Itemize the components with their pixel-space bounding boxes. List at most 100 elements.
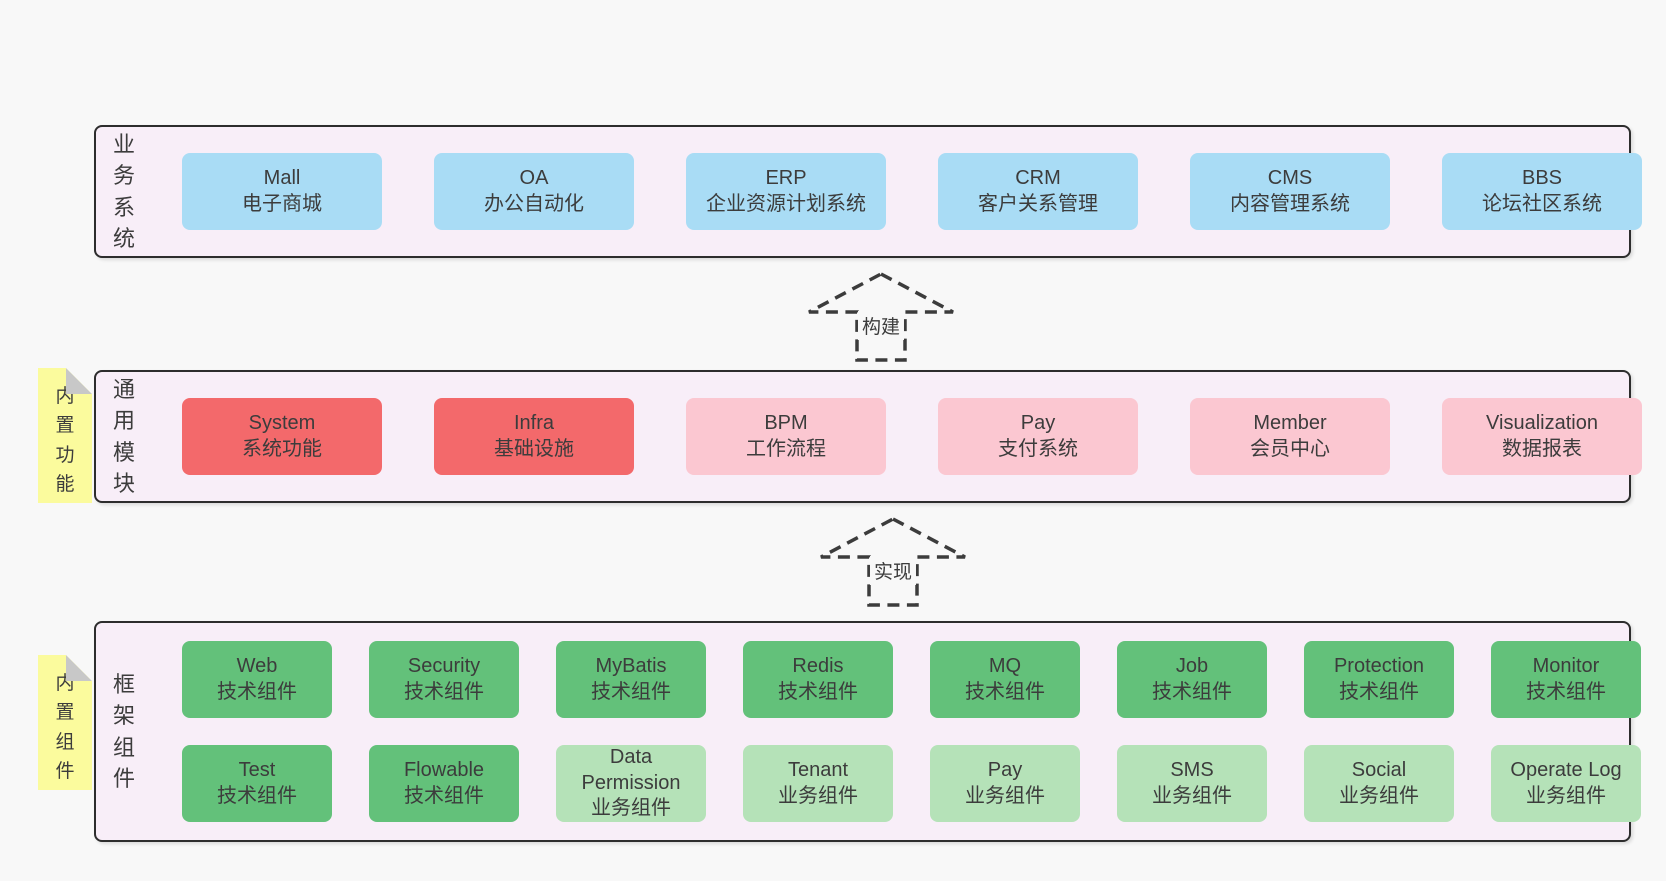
box-subtitle: 企业资源计划系统	[706, 192, 866, 215]
box-subtitle: 论坛社区系统	[1482, 192, 1602, 215]
box-title: ERP	[765, 166, 807, 189]
layer-boxes: Mall 电子商城 OA 办公自动化 ERP 企业资源计划系统 CRM 客户关系管理 CMS 内容…	[138, 153, 1656, 230]
box-title: MQ	[988, 654, 1022, 677]
box-subtitle: 技术组件	[217, 784, 297, 807]
box-subtitle: 工作流程	[746, 437, 826, 460]
box-member: Member 会员中心	[1190, 398, 1390, 475]
layer-label: 通用模块	[112, 377, 135, 496]
box-title: Visualization	[1486, 411, 1598, 434]
box-subtitle: 办公自动化	[484, 192, 584, 215]
arrow-build: 构建	[806, 271, 956, 363]
box-title: Monitor	[1532, 654, 1600, 677]
box-title: Infra	[513, 411, 555, 434]
box-subtitle: 业务组件	[1152, 784, 1232, 807]
layer-boxes: System 系统功能 Infra 基础设施 BPM 工作流程 Pay 支付系统 Member 会…	[138, 398, 1656, 475]
box-subtitle: 业务组件	[591, 797, 671, 820]
box-row: Mall 电子商城 OA 办公自动化 ERP 企业资源计划系统 CRM 客户关系管理 CMS 内容…	[182, 153, 1642, 230]
box-title: Redis	[792, 654, 844, 677]
note-folded-corner-icon	[66, 655, 92, 681]
note-text: 内置组件	[55, 672, 75, 782]
box-bbs: BBS 论坛社区系统	[1442, 153, 1642, 230]
box-subtitle: 业务组件	[1339, 784, 1419, 807]
box-bpm: BPM 工作流程	[686, 398, 886, 475]
box-security: Security 技术组件	[369, 641, 519, 718]
box-title: BPM	[764, 411, 808, 434]
box-title: Job	[1175, 654, 1209, 677]
box-title: Member	[1253, 411, 1327, 434]
box-title: OA	[519, 166, 549, 189]
sticky-note-builtin-features: 内置功能	[38, 368, 92, 503]
box-monitor: Monitor 技术组件	[1491, 641, 1641, 718]
box-title: CMS	[1267, 166, 1313, 189]
box-title: Tenant	[787, 758, 849, 781]
box-subtitle: 数据报表	[1502, 437, 1582, 460]
box-cms: CMS 内容管理系统	[1190, 153, 1390, 230]
box-visualization: Visualization 数据报表	[1442, 398, 1642, 475]
box-title: BBS	[1521, 166, 1563, 189]
dashed-up-arrow-icon	[808, 272, 954, 362]
box-subtitle: 技术组件	[1152, 680, 1232, 703]
sticky-note-builtin-components: 内置组件	[38, 655, 92, 790]
layer-label: 业务系统	[112, 132, 135, 251]
box-subtitle: 内容管理系统	[1230, 192, 1350, 215]
box-title: System	[248, 411, 316, 434]
box-subtitle: 业务组件	[965, 784, 1045, 807]
box-title: Security	[407, 654, 481, 677]
box-infra: Infra 基础设施	[434, 398, 634, 475]
box-row: System 系统功能 Infra 基础设施 BPM 工作流程 Pay 支付系统 Member 会…	[182, 398, 1642, 475]
box-title: Pay	[1020, 411, 1056, 434]
note-text: 内置功能	[55, 385, 75, 495]
box-tenant: Tenant 业务组件	[743, 745, 893, 822]
arrow-implement: 实现	[818, 516, 968, 608]
box-title: Mall	[263, 166, 301, 189]
box-subtitle: 会员中心	[1250, 437, 1330, 460]
box-social: Social 业务组件	[1304, 745, 1454, 822]
box-mall: Mall 电子商城	[182, 153, 382, 230]
box-job: Job 技术组件	[1117, 641, 1267, 718]
box-subtitle: 技术组件	[404, 784, 484, 807]
box-crm: CRM 客户关系管理	[938, 153, 1138, 230]
dashed-up-arrow-icon	[820, 517, 966, 607]
box-subtitle: 技术组件	[1526, 680, 1606, 703]
box-subtitle: 技术组件	[404, 680, 484, 703]
box-title: MyBatis	[595, 654, 667, 677]
box-erp: ERP 企业资源计划系统	[686, 153, 886, 230]
box-pay: Pay 支付系统	[938, 398, 1138, 475]
box-oa: OA 办公自动化	[434, 153, 634, 230]
box-title: Operate Log	[1510, 758, 1622, 781]
box-test: Test 技术组件	[182, 745, 332, 822]
box-title: Flowable	[403, 758, 485, 781]
layer-label: 框架组件	[112, 672, 135, 791]
box-title: Data Permission	[581, 746, 681, 794]
box-title: SMS	[1170, 758, 1214, 781]
box-subtitle: 技术组件	[965, 680, 1045, 703]
box-title: Web	[236, 654, 278, 677]
box-title: Pay	[987, 758, 1023, 781]
box-subtitle: 技术组件	[1339, 680, 1419, 703]
box-subtitle: 支付系统	[998, 437, 1078, 460]
box-mq: MQ 技术组件	[930, 641, 1080, 718]
box-pay: Pay 业务组件	[930, 745, 1080, 822]
box-sms: SMS 业务组件	[1117, 745, 1267, 822]
box-data-permission: Data Permission 业务组件	[556, 745, 706, 822]
box-system: System 系统功能	[182, 398, 382, 475]
box-subtitle: 业务组件	[778, 784, 858, 807]
box-flowable: Flowable 技术组件	[369, 745, 519, 822]
box-subtitle: 系统功能	[242, 437, 322, 460]
box-title: Social	[1351, 758, 1407, 781]
box-subtitle: 技术组件	[778, 680, 858, 703]
box-title: Test	[238, 758, 276, 781]
box-subtitle: 客户关系管理	[978, 192, 1098, 215]
box-subtitle: 电子商城	[242, 192, 322, 215]
layer-common-modules: 通用模块 System 系统功能 Infra 基础设施 BPM 工作流程 Pay 支付系统 Me…	[94, 370, 1642, 503]
box-subtitle: 基础设施	[494, 437, 574, 460]
box-title: CRM	[1015, 166, 1061, 189]
layer-business-systems: 业务系统 Mall 电子商城 OA 办公自动化 ERP 企业资源计划系统 CRM 客户关系管理…	[94, 125, 1642, 258]
